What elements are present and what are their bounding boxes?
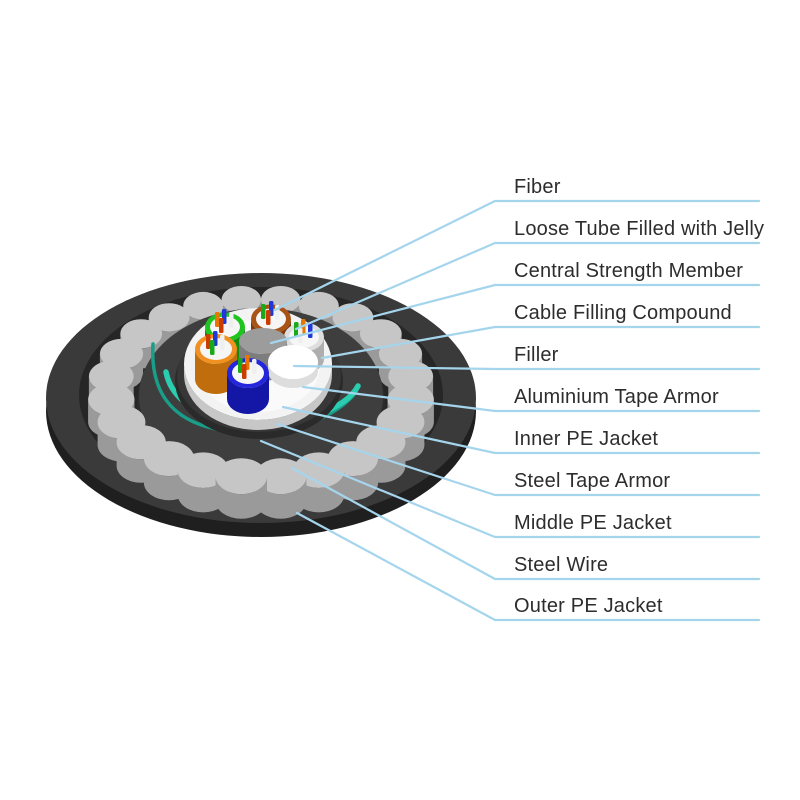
label-steel-tape-armor: Steel Tape Armor xyxy=(514,470,670,492)
leader-line-middle-pe-jacket xyxy=(259,439,761,539)
leader-line-central-strength-member xyxy=(269,283,761,345)
aluminium-tape-side xyxy=(184,364,332,430)
steel-wire xyxy=(215,458,267,495)
steel-wire xyxy=(255,458,307,495)
steel-wire xyxy=(183,291,224,320)
fiber xyxy=(219,318,224,333)
steel-wire-ring-front xyxy=(88,383,434,519)
label-outer-pe-jacket: Outer PE Jacket xyxy=(514,595,663,617)
loose-tube-orange-side xyxy=(195,349,237,394)
fiber xyxy=(252,359,257,374)
fiber xyxy=(308,323,313,338)
label-fiber: Fiber xyxy=(514,176,561,198)
label-loose-tube: Loose Tube Filled with Jelly xyxy=(514,218,764,240)
filler xyxy=(268,345,318,388)
leader-line-outer-pe-jacket xyxy=(295,511,761,622)
steel-wire xyxy=(298,291,339,320)
steel-wire xyxy=(221,286,262,314)
label-aluminium-tape-armor: Aluminium Tape Armor xyxy=(514,386,719,408)
label-cable-filling-compound: Cable Filling Compound xyxy=(514,302,732,324)
steel-wire xyxy=(88,360,134,392)
leader-line-fiber xyxy=(273,199,761,312)
fiber xyxy=(215,312,220,327)
label-central-strength-member: Central Strength Member xyxy=(514,260,743,282)
filler-top xyxy=(268,345,318,379)
label-middle-pe-jacket: Middle PE Jacket xyxy=(514,512,672,534)
leader-line-aluminium-tape-armor xyxy=(301,385,761,413)
loose-tube-blue xyxy=(227,355,269,414)
fiber xyxy=(266,310,271,325)
leader-line-loose-tube xyxy=(294,241,761,331)
labels: Fiber Loose Tube Filled with Jelly Centr… xyxy=(514,176,764,617)
leader-line-cable-filling-compound xyxy=(320,325,761,360)
fiber xyxy=(242,364,247,379)
steel-wire xyxy=(148,303,190,332)
leader-line-steel-wire xyxy=(290,466,761,581)
label-filler: Filler xyxy=(514,344,559,366)
leader-line-filler xyxy=(292,364,761,371)
label-inner-pe-jacket: Inner PE Jacket xyxy=(514,428,658,450)
leader-lines xyxy=(259,199,761,622)
fiber xyxy=(220,335,225,350)
central-strength-member-top xyxy=(239,328,287,354)
leader-line-inner-pe-jacket xyxy=(281,405,761,455)
steel-wire-side xyxy=(255,476,307,519)
fiber xyxy=(206,334,211,349)
steel-wire-side xyxy=(215,476,267,519)
loose-tube-orange xyxy=(195,331,237,394)
label-steel-wire: Steel Wire xyxy=(514,554,608,576)
loose-tube-blue-side xyxy=(227,373,269,414)
fiber xyxy=(229,313,234,328)
filler-side xyxy=(268,362,318,388)
fiber xyxy=(238,358,243,373)
fiber xyxy=(261,304,266,319)
fiber xyxy=(210,340,215,355)
leader-line-steel-tape-armor xyxy=(275,422,761,497)
